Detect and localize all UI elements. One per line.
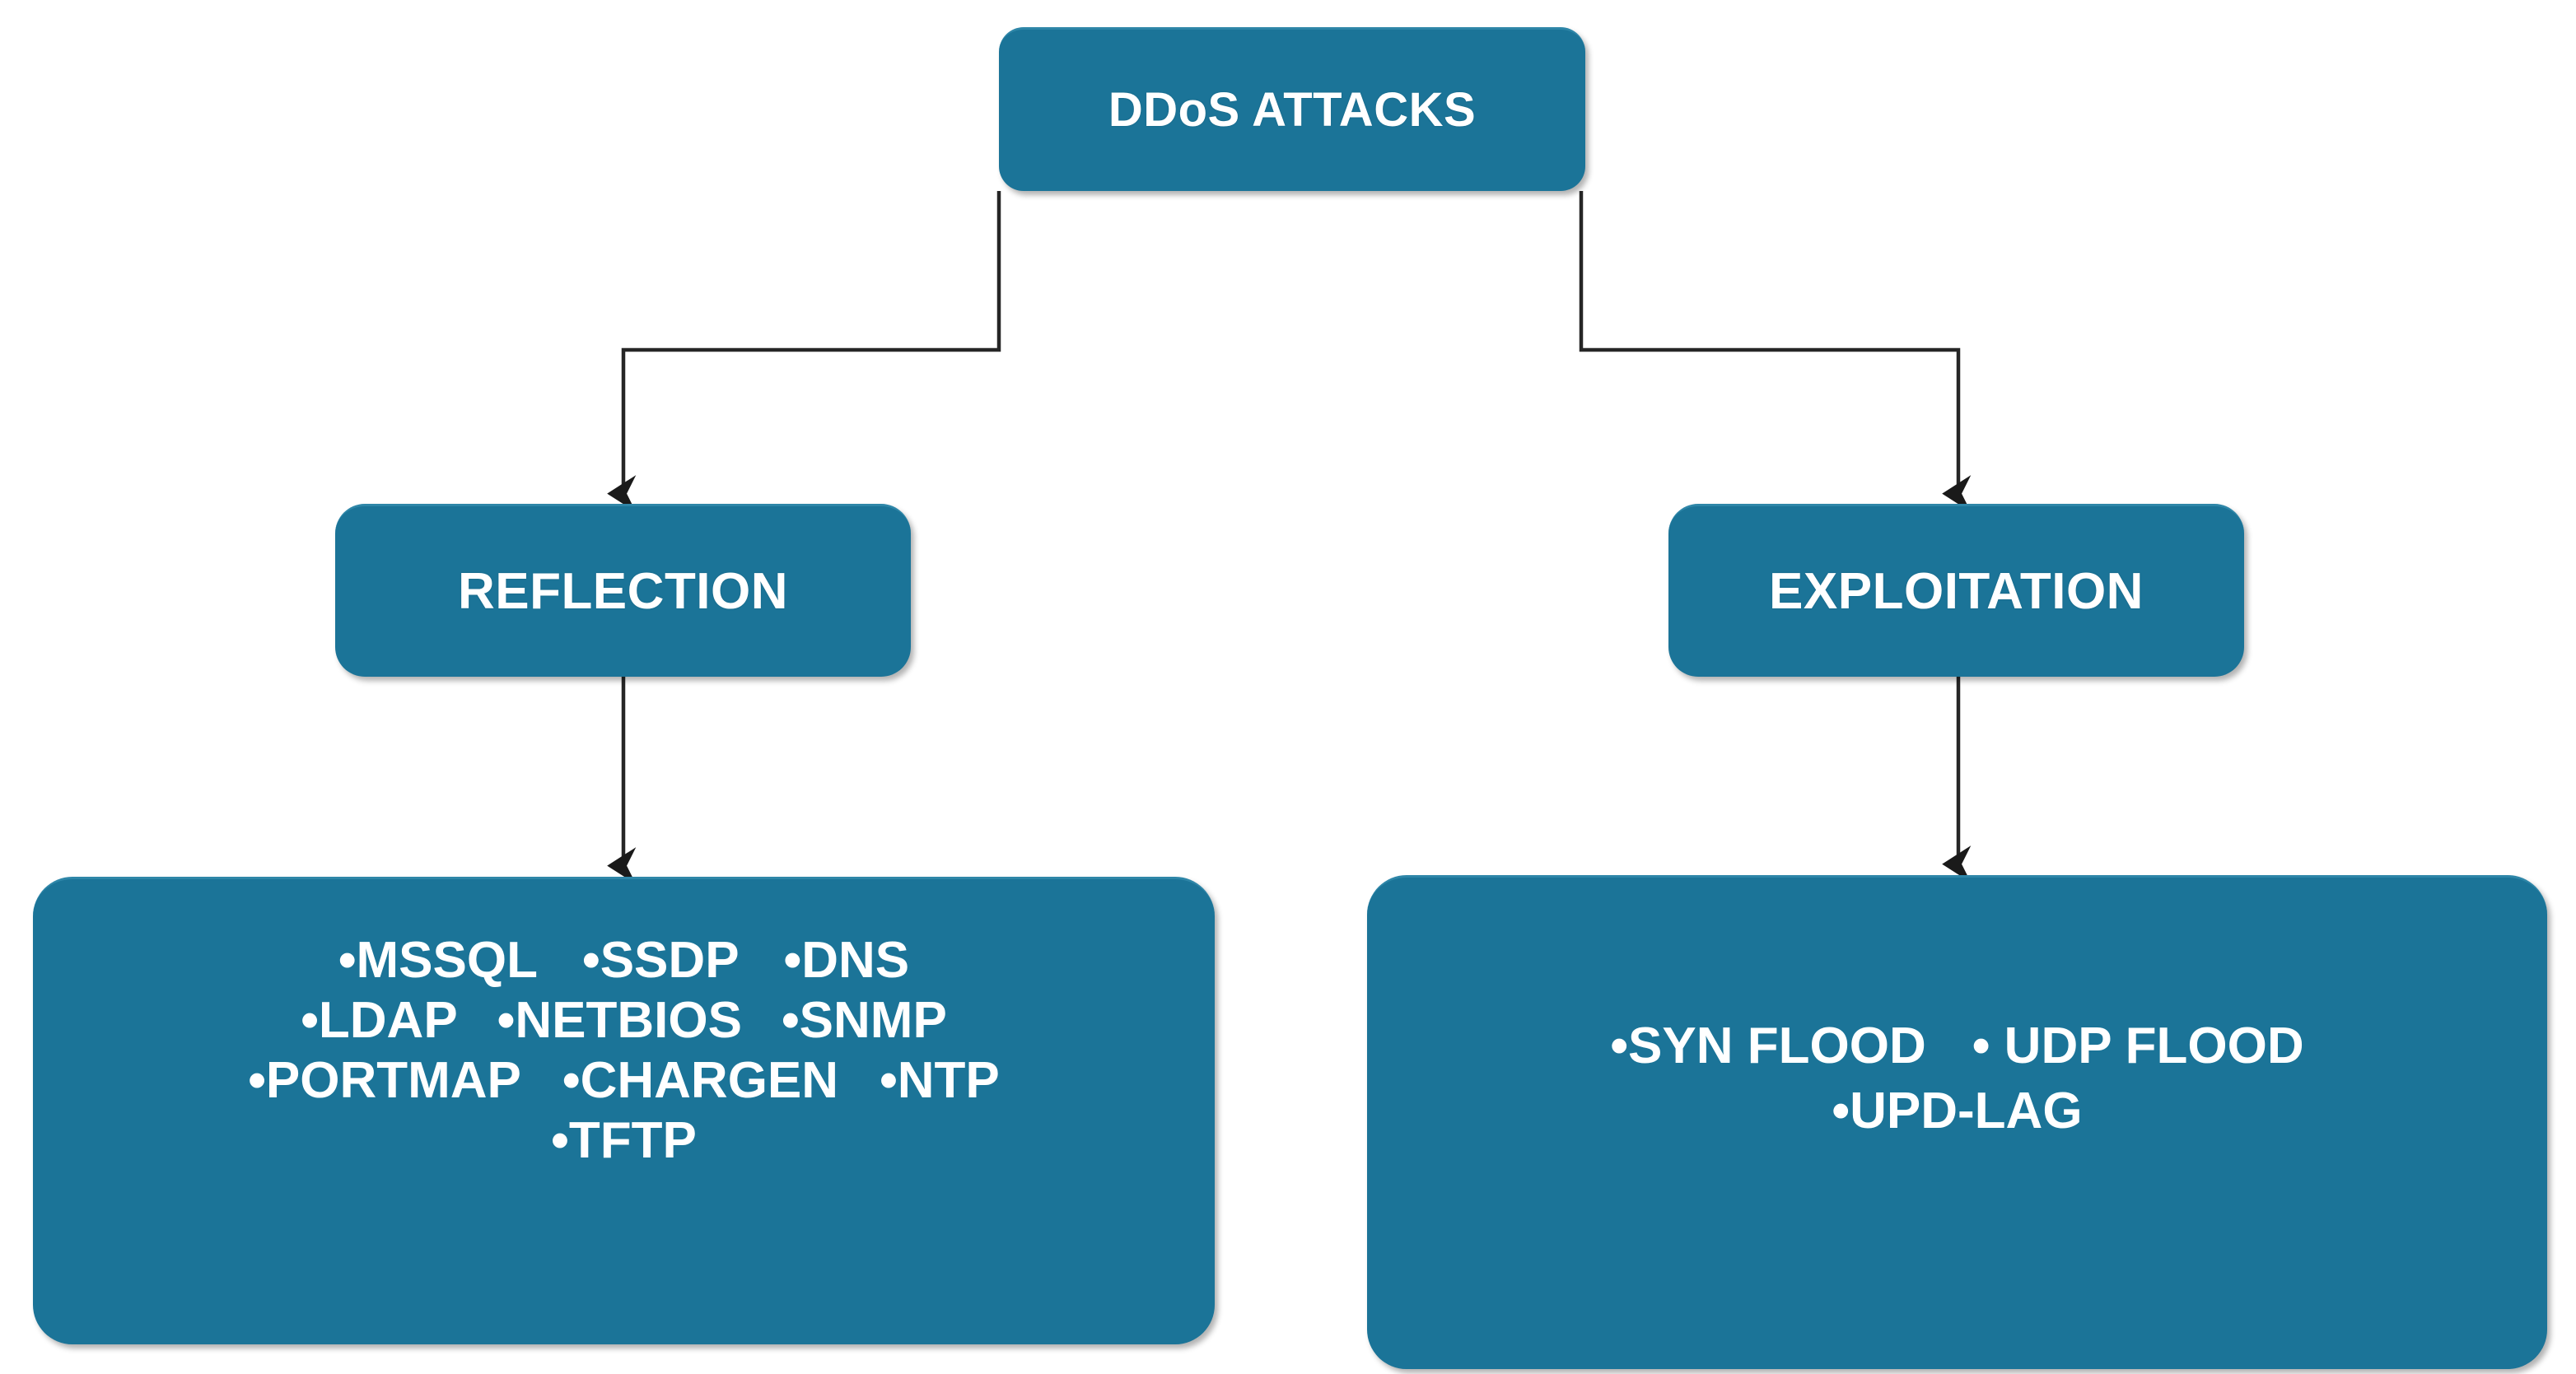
node-reflection-label: REFLECTION (457, 562, 789, 620)
attack-type-item: •SYN FLOOD (1610, 1018, 1926, 1074)
attack-type-item: •MSSQL (338, 932, 538, 989)
attack-type-item: •CHARGEN (562, 1052, 839, 1110)
node-reflection-attack-types: •MSSQL •SSDP •DNS •LDAP •NETBIOS •SNMP •… (33, 877, 1215, 1344)
reflection-types-row: •PORTMAP •CHARGEN •NTP (248, 1050, 1000, 1111)
exploitation-types-row: •SYN FLOOD • UDP FLOOD (1610, 1016, 2303, 1076)
attack-type-item: • UDP FLOOD (1972, 1018, 2304, 1074)
node-reflection: REFLECTION (335, 504, 911, 677)
attack-type-item: •SNMP (781, 992, 947, 1050)
connector-root-to-exploitation (1579, 191, 1972, 513)
node-ddos-attacks-label: DDoS ATTACKS (1108, 82, 1477, 137)
reflection-types-row: •TFTP (551, 1111, 697, 1171)
connector-root-to-reflection (607, 191, 1001, 513)
reflection-types-row: •LDAP •NETBIOS •SNMP (301, 990, 947, 1050)
attack-type-item: •TFTP (551, 1112, 697, 1170)
attack-type-item: •LDAP (301, 992, 458, 1050)
attack-type-item: •DNS (783, 932, 910, 989)
attack-type-item: •SSDP (582, 932, 740, 989)
exploitation-types-row: •UPD-LAG (1832, 1081, 2082, 1141)
reflection-types-row: •MSSQL •SSDP •DNS (338, 930, 909, 990)
node-exploitation-label: EXPLOITATION (1769, 562, 2144, 620)
attack-type-item: •UPD-LAG (1832, 1083, 2083, 1140)
node-exploitation: EXPLOITATION (1668, 504, 2244, 677)
attack-type-item: •NTP (880, 1052, 1000, 1110)
attack-type-item: •NETBIOS (497, 992, 742, 1050)
attack-type-item: •PORTMAP (248, 1052, 521, 1110)
node-ddos-attacks: DDoS ATTACKS (999, 27, 1585, 191)
node-exploitation-attack-types: •SYN FLOOD • UDP FLOOD •UPD-LAG (1367, 875, 2547, 1369)
